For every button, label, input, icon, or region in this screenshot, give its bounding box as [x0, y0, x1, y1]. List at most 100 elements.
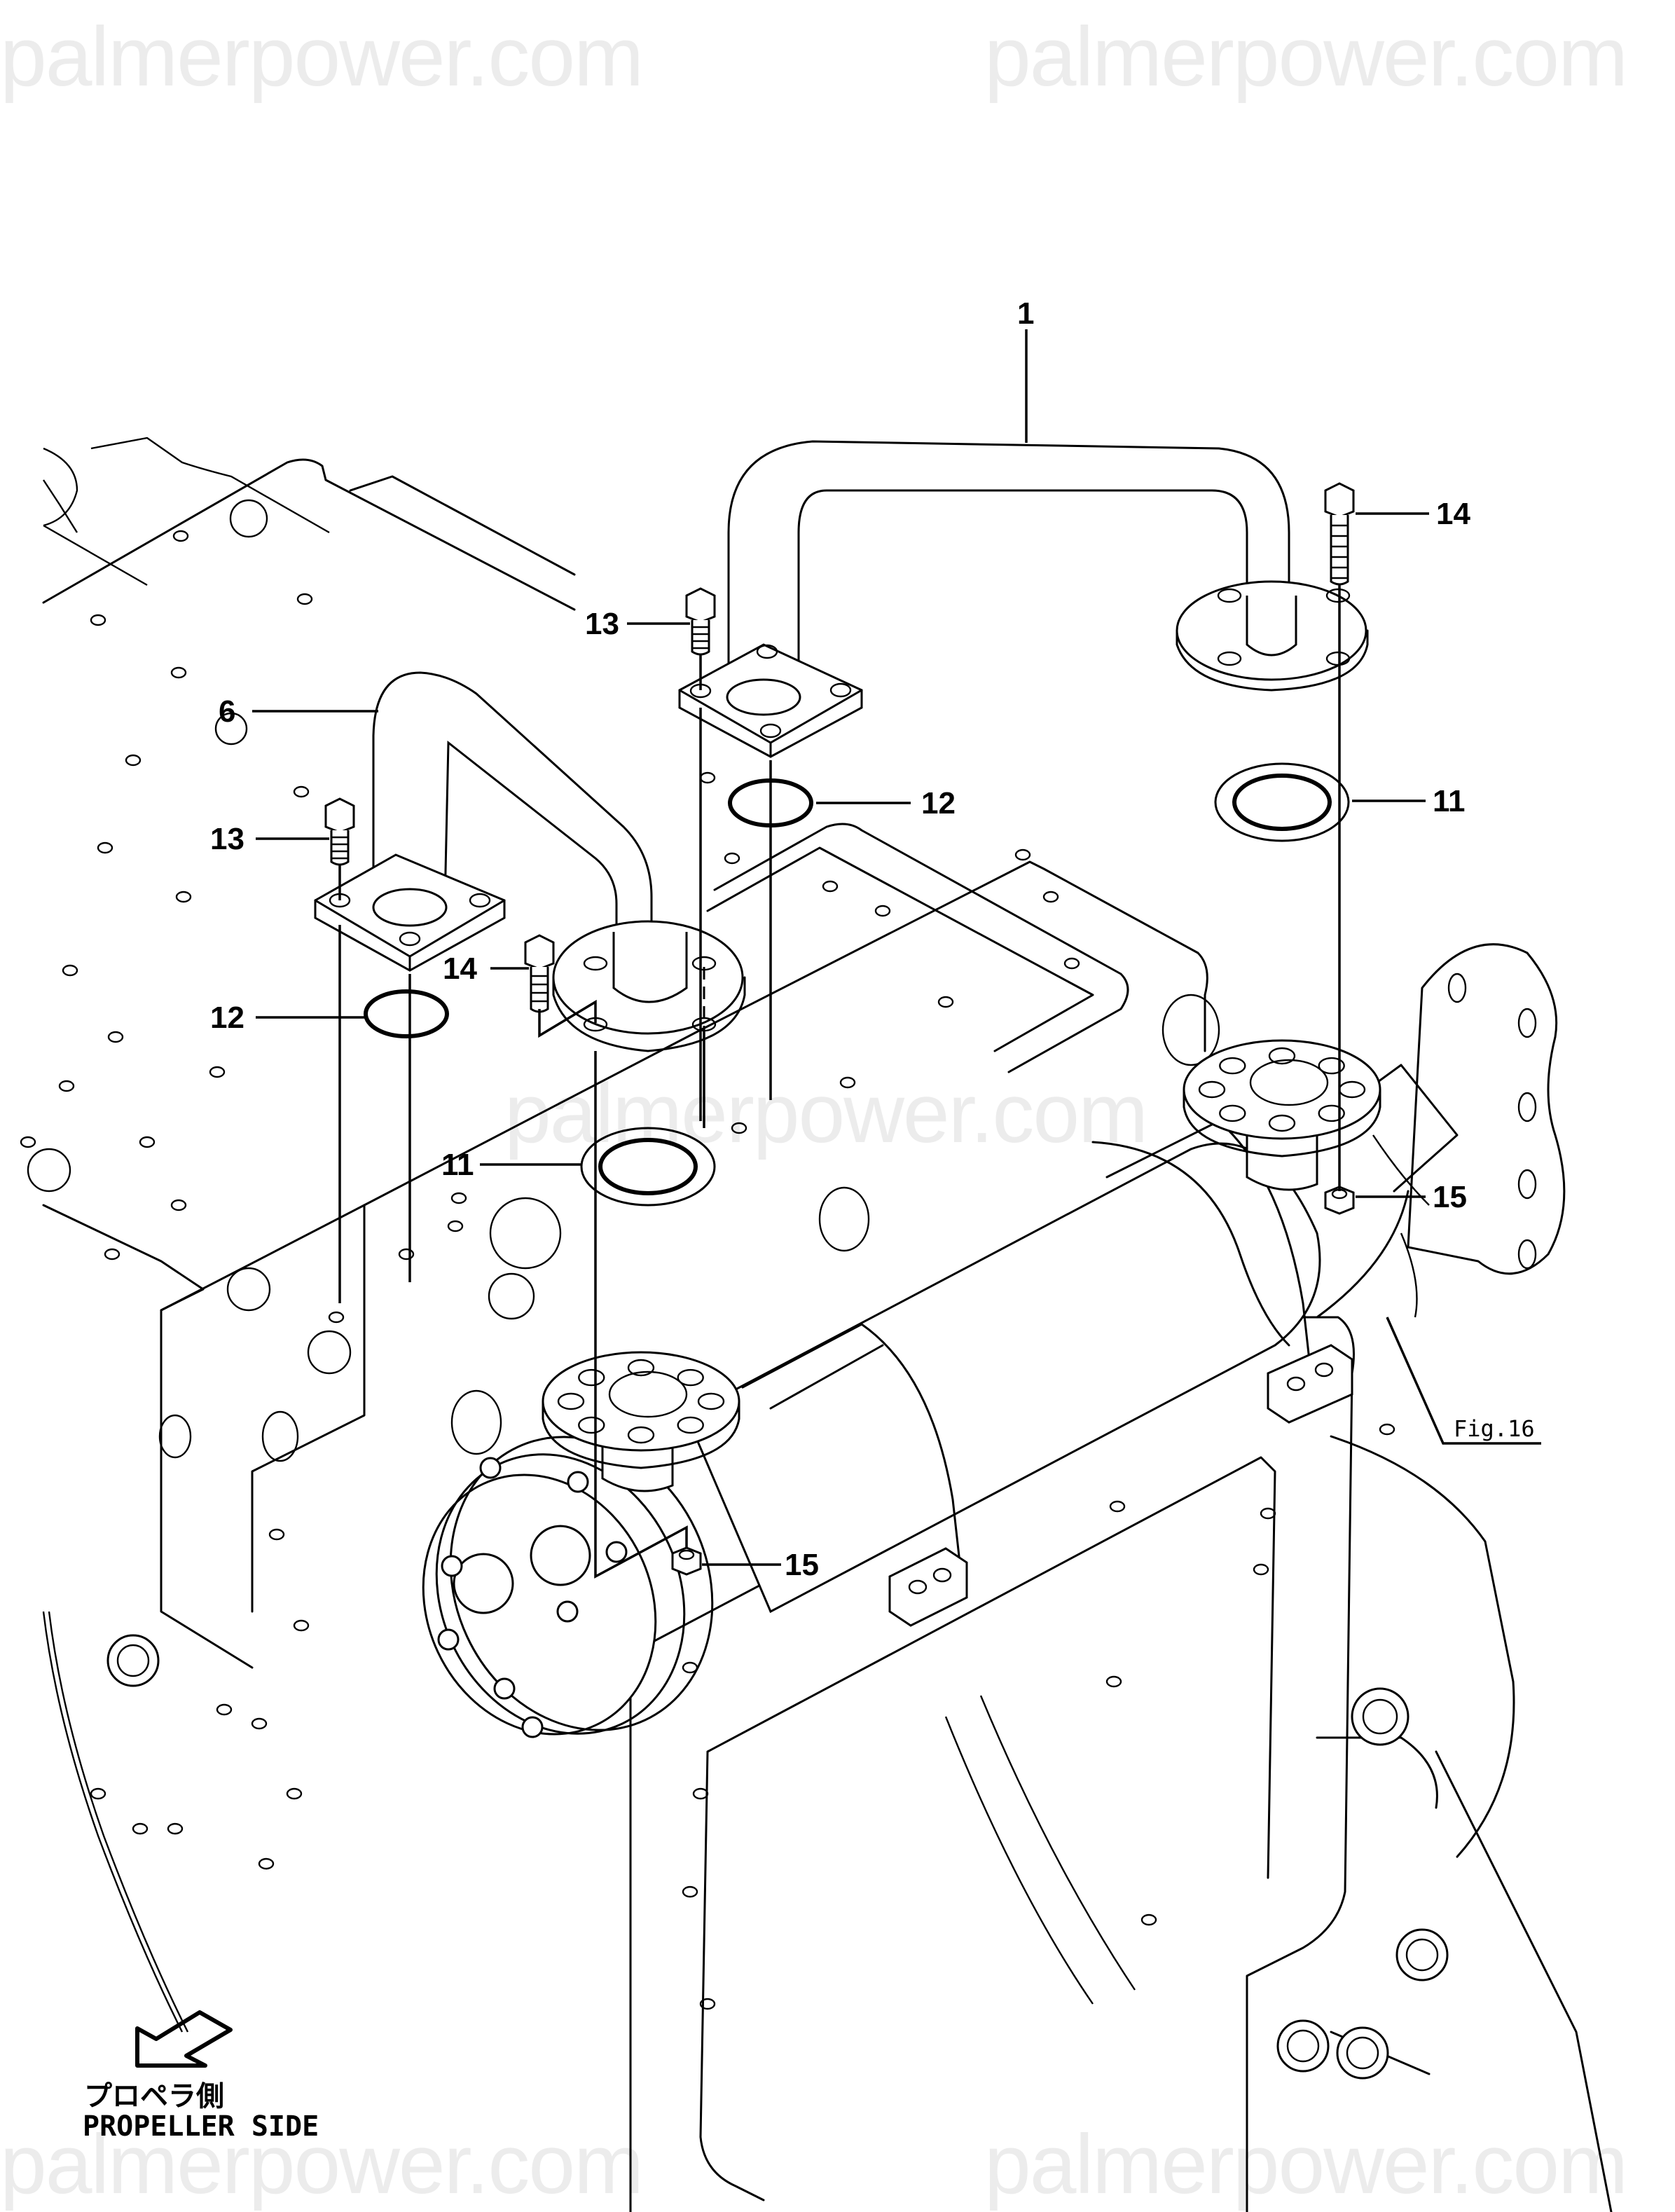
flange-bolt-hole	[627, 1359, 655, 1377]
callout-11-right: 11	[1433, 784, 1466, 818]
callout-14-left: 14	[443, 952, 477, 986]
mounting-hole	[1042, 891, 1059, 903]
callout-labels: 1 6 11 11 12 12 13 13 14 14 15 15	[210, 296, 1470, 1582]
figure-reference: Fig.16	[1454, 1415, 1535, 1442]
mounting-hole	[293, 785, 310, 798]
mounting-hole	[251, 1717, 268, 1730]
flange-bolt-hole	[557, 1392, 585, 1410]
callout-12-center: 12	[921, 786, 956, 820]
callout-leaders	[252, 329, 1429, 1566]
mounting-hole	[699, 1998, 716, 2010]
mounting-hole	[398, 1248, 415, 1260]
flange-bolt-hole	[1198, 1080, 1226, 1099]
callout-1: 1	[1017, 296, 1034, 331]
mounting-hole	[20, 1136, 36, 1148]
mounting-hole	[328, 1311, 345, 1324]
mounting-hole	[1260, 1507, 1276, 1520]
flange-bolt-hole	[578, 1416, 605, 1434]
mounting-hole	[209, 1066, 226, 1078]
mounting-hole	[874, 905, 891, 917]
mounting-hole	[447, 1220, 464, 1232]
callout-14-right: 14	[1436, 497, 1470, 531]
flange-bolt-hole	[677, 1368, 704, 1387]
flange-bolt-hole	[1219, 1057, 1246, 1075]
flange-bolt-hole	[1318, 1057, 1345, 1075]
heat-exchanger	[422, 943, 1566, 1738]
mounting-hole	[293, 1619, 310, 1632]
callout-15-right: 15	[1433, 1180, 1467, 1214]
flange-bolt-hole	[1268, 1114, 1296, 1132]
mounting-hole	[90, 1787, 106, 1800]
flange-bolt-hole	[677, 1416, 704, 1434]
callout-13-left: 13	[210, 822, 244, 856]
bolt-13-center	[685, 587, 716, 656]
bolt-14-right	[1324, 482, 1355, 586]
mounting-hole	[699, 771, 716, 784]
mounting-hole	[139, 1136, 156, 1148]
mounting-hole	[125, 754, 142, 767]
mounting-hole	[132, 1822, 149, 1835]
mounting-hole	[286, 1787, 303, 1800]
mounting-hole	[167, 1822, 184, 1835]
mounting-hole	[1140, 1914, 1157, 1926]
exchanger-flange-upper	[1183, 1039, 1381, 1191]
propeller-side-jp: プロペラ側	[84, 2080, 224, 2113]
mounting-hole	[1014, 849, 1031, 861]
mounting-hole	[258, 1857, 275, 1870]
mounting-hole	[822, 880, 839, 893]
o-ring-12-left	[364, 989, 449, 1038]
mounting-hole	[692, 1787, 709, 1800]
mounting-hole	[216, 1703, 233, 1716]
callout-6: 6	[219, 694, 235, 729]
mounting-hole	[97, 841, 113, 854]
callout-15-lower: 15	[785, 1548, 819, 1582]
arrow-down-left-icon	[135, 2010, 233, 2068]
pipe-1	[678, 440, 1369, 758]
flange-bolt-holes	[557, 1047, 1366, 1444]
assembly-lines	[338, 585, 1541, 1579]
mounting-hole	[1253, 1563, 1269, 1576]
flange-bolt-hole	[697, 1392, 725, 1410]
mounting-holes	[20, 530, 1395, 2010]
mounting-hole	[104, 1248, 120, 1260]
watermark: palmerpower.com	[504, 1066, 1147, 1160]
flange-bolt-hole	[578, 1368, 605, 1387]
engine-block	[27, 437, 1613, 2212]
mounting-hole	[724, 852, 740, 865]
propeller-side-en: PROPELLER SIDE	[83, 2110, 319, 2143]
mounting-hole	[175, 891, 192, 903]
watermark: palmerpower.com	[984, 2117, 1627, 2211]
nut-15-lower	[671, 1546, 702, 1576]
mounting-hole	[107, 1031, 124, 1043]
mounting-hole	[90, 614, 106, 626]
callout-13-center: 13	[585, 607, 619, 641]
gasket-11-right	[1214, 762, 1350, 842]
mounting-hole	[1105, 1675, 1122, 1688]
bolt-14-left	[524, 934, 555, 1013]
mounting-hole	[450, 1192, 467, 1204]
watermark: palmerpower.com	[984, 10, 1627, 104]
propeller-side-note: プロペラ側 PROPELLER SIDE	[83, 2010, 319, 2143]
mounting-hole	[58, 1080, 75, 1092]
mounting-hole	[731, 1122, 747, 1134]
flange-bolt-hole	[1318, 1104, 1345, 1122]
bolt-13-left	[324, 797, 355, 866]
flange-bolt-hole	[627, 1426, 655, 1444]
watermarks: palmerpower.com palmerpower.com palmerpo…	[0, 10, 1628, 2211]
callout-11-left: 11	[441, 1148, 474, 1182]
mounting-hole	[296, 593, 313, 605]
mounting-hole	[170, 666, 187, 679]
mounting-hole	[62, 964, 78, 977]
mounting-hole	[268, 1528, 285, 1541]
watermark: palmerpower.com	[0, 2117, 642, 2211]
callout-12-left: 12	[210, 1001, 244, 1035]
mounting-hole	[1379, 1423, 1395, 1436]
flange-bolt-hole	[1268, 1047, 1296, 1065]
flange-bolt-hole	[1219, 1104, 1246, 1122]
mounting-hole	[1063, 957, 1080, 970]
mounting-hole	[170, 1199, 187, 1211]
watermark: palmerpower.com	[0, 10, 642, 104]
mounting-hole	[839, 1076, 856, 1089]
